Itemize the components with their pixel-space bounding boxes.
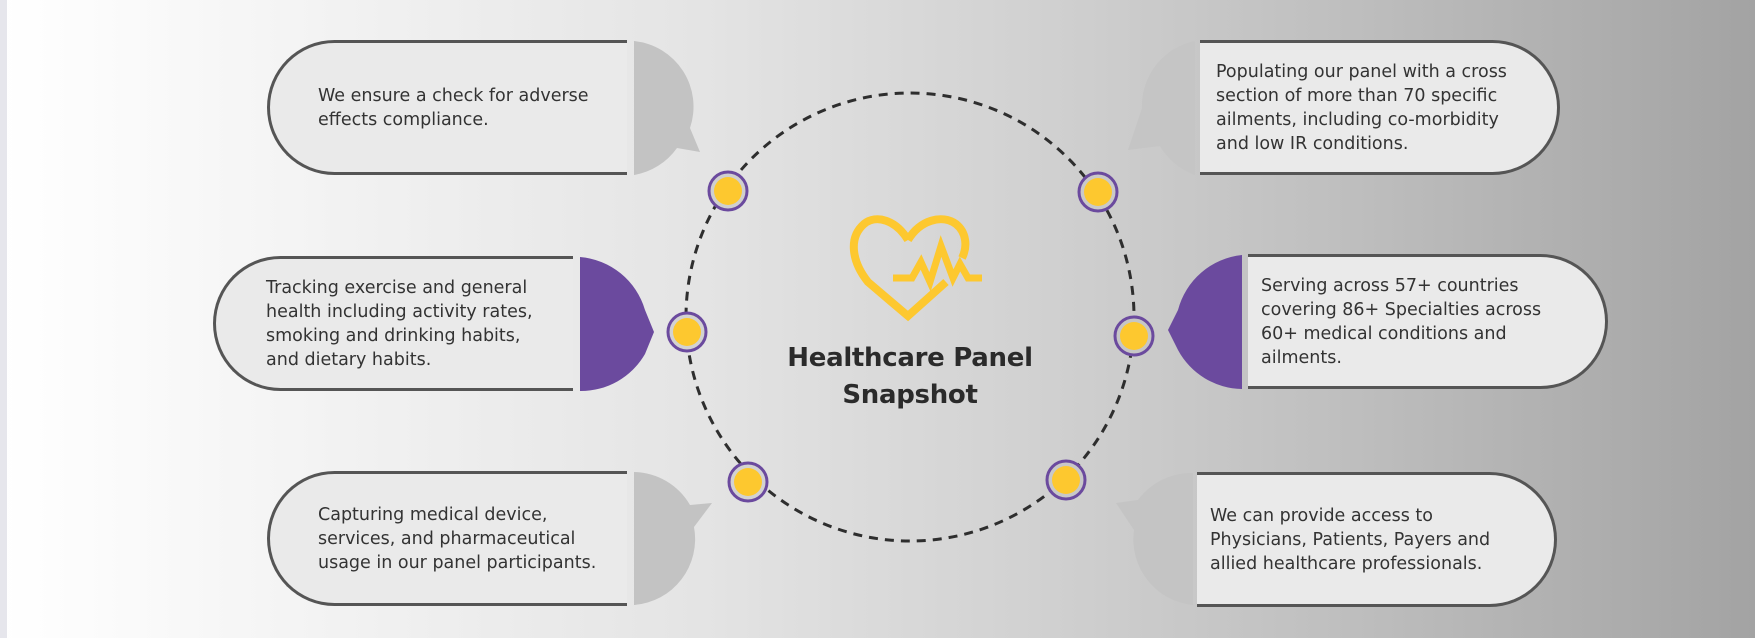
title-line-1: Healthcare Panel [787, 343, 1033, 373]
connector-dot-bottom-right [1045, 459, 1087, 501]
card-bottom-left: Capturing medical device, services, and … [267, 471, 627, 606]
connector-dot-middle-left [666, 311, 708, 353]
card-middle-right: Serving across 57+ countries covering 86… [1248, 254, 1608, 389]
connector-dot-middle-right [1113, 315, 1155, 357]
bottom-right-bubble-tab [1116, 472, 1193, 605]
card-middle-left: Tracking exercise and general health inc… [213, 256, 573, 391]
card-text: Serving across 57+ countries covering 86… [1261, 275, 1542, 368]
card-text: We ensure a check for adverse effects co… [318, 85, 589, 130]
connector-dot-bottom-left [727, 461, 769, 503]
top-left-bubble-tab [634, 41, 700, 175]
connector-dot-top-left [707, 170, 749, 212]
bottom-left-bubble-tab [634, 472, 712, 605]
connector-dot-top-right [1077, 171, 1119, 213]
card-text: Tracking exercise and general health inc… [266, 277, 533, 370]
card-text: We can provide access to Physicians, Pat… [1210, 505, 1491, 574]
heart-pulse-icon [849, 215, 982, 322]
top-right-bubble-tab [1128, 41, 1195, 175]
card-top-left: We ensure a check for adverse effects co… [267, 40, 627, 175]
card-text: Populating our panel with a cross sectio… [1216, 61, 1507, 154]
title-line-2: Snapshot [842, 380, 978, 410]
card-text: Capturing medical device, services, and … [318, 504, 597, 573]
left-edge-strip [0, 0, 7, 638]
card-top-right: Populating our panel with a cross sectio… [1200, 40, 1560, 175]
card-bottom-right: We can provide access to Physicians, Pat… [1197, 472, 1557, 607]
middle-left-bubble-tab [580, 257, 654, 392]
middle-right-bubble-tab [1168, 255, 1242, 389]
